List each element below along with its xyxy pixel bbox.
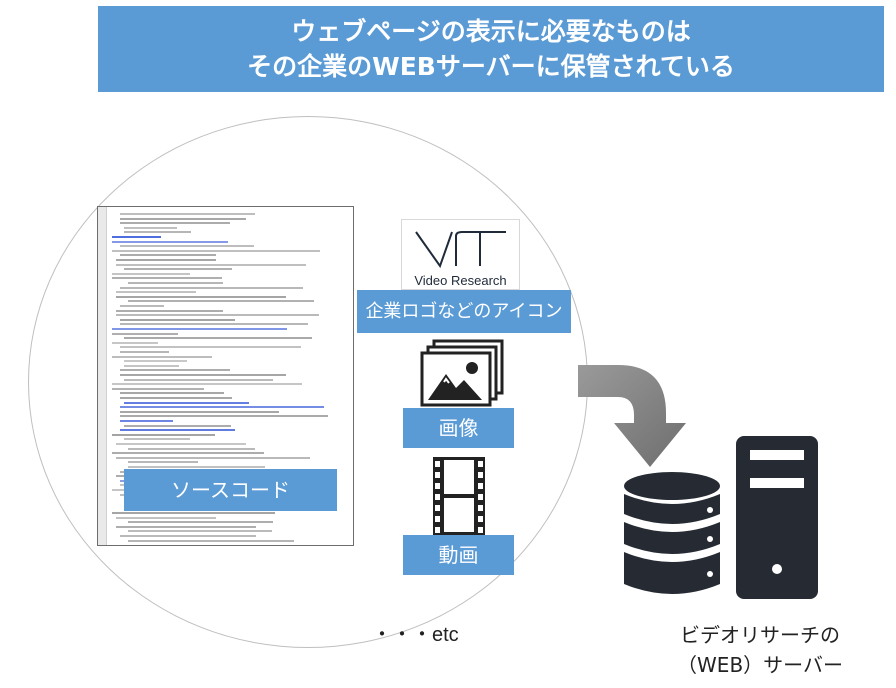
- code-line: [112, 240, 228, 243]
- code-line: [120, 346, 302, 349]
- code-line: [120, 415, 329, 418]
- code-line: [120, 392, 225, 395]
- code-line: [112, 332, 179, 335]
- code-line: [128, 539, 295, 542]
- code-line: [112, 277, 223, 280]
- code-line: [124, 360, 188, 363]
- code-line: [120, 222, 230, 225]
- code-line: [116, 263, 307, 266]
- vr-logo-mark-icon: [415, 231, 506, 269]
- video-label: 動画: [403, 535, 514, 575]
- code-line: [120, 351, 169, 353]
- title-banner: ウェブページの表示に必要なものは その企業のWEBサーバーに保管されている: [98, 6, 884, 92]
- title-line-1: ウェブページの表示に必要なものは: [291, 17, 691, 46]
- server-label: ビデオリサーチの （WEB）サーバー: [640, 620, 880, 680]
- film-strip-icon: [433, 457, 485, 535]
- server-label-line-2: （WEB）サーバー: [677, 653, 843, 677]
- code-line: [120, 410, 280, 413]
- code-line: [112, 512, 276, 514]
- code-line: [124, 378, 273, 381]
- code-line: [112, 452, 264, 455]
- code-line: [128, 521, 274, 524]
- code-line: [124, 364, 179, 367]
- code-line: [112, 387, 204, 390]
- code-line: [120, 535, 257, 537]
- code-line: [128, 461, 199, 464]
- code-line: [120, 245, 254, 248]
- code-line: [124, 401, 249, 404]
- code-line: [120, 397, 232, 399]
- code-line: [116, 456, 311, 459]
- code-line: [112, 341, 159, 344]
- code-line: [116, 516, 216, 519]
- code-line: [120, 217, 247, 220]
- code-line: [120, 369, 231, 372]
- code-line: [116, 309, 223, 312]
- server-tower-icon: [736, 436, 818, 599]
- picture-stack-icon: [420, 339, 504, 407]
- code-line: [120, 318, 235, 321]
- code-line: [124, 226, 178, 229]
- code-line: [120, 420, 173, 422]
- code-line: [120, 323, 309, 326]
- code-line: [112, 249, 320, 252]
- code-line: [116, 314, 319, 317]
- code-line: [120, 213, 256, 215]
- code-line: [112, 272, 191, 275]
- code-line: [120, 406, 325, 409]
- code-line: [128, 282, 224, 284]
- code-line: [124, 438, 191, 441]
- code-line: [128, 300, 315, 303]
- database-icon: [624, 472, 720, 594]
- code-line: [120, 374, 286, 376]
- code-line: [120, 305, 165, 307]
- curved-arrow-icon: [578, 365, 686, 467]
- etc-text: ・・・etc: [372, 624, 459, 646]
- code-line: [120, 254, 217, 257]
- code-line: [124, 337, 312, 340]
- image-label: 画像: [403, 408, 514, 448]
- code-line: [128, 530, 272, 533]
- logo-icon-label: 企業ロゴなどのアイコン: [357, 290, 571, 333]
- code-line: [124, 268, 233, 271]
- source-code-label: ソースコード: [124, 469, 337, 511]
- code-line: [116, 295, 287, 298]
- code-line: [112, 355, 213, 358]
- code-line: [112, 236, 161, 238]
- code-line: [116, 525, 256, 528]
- code-line: [112, 383, 302, 386]
- code-line: [112, 328, 287, 330]
- code-line: [124, 424, 231, 427]
- code-line: [116, 291, 197, 294]
- code-line: [116, 259, 216, 261]
- code-line: [128, 466, 265, 468]
- code-line: [120, 286, 303, 289]
- logo-brand-text: Video Research: [414, 273, 507, 288]
- code-line: [124, 231, 191, 234]
- code-line: [128, 447, 256, 450]
- code-line: [120, 429, 236, 432]
- title-line-2: その企業のWEBサーバーに保管されている: [247, 52, 735, 81]
- code-line: [116, 443, 246, 445]
- server-label-line-1: ビデオリサーチの: [680, 623, 840, 647]
- code-gutter: [98, 207, 107, 545]
- company-logo: Video Research: [401, 219, 520, 290]
- code-line: [112, 433, 215, 436]
